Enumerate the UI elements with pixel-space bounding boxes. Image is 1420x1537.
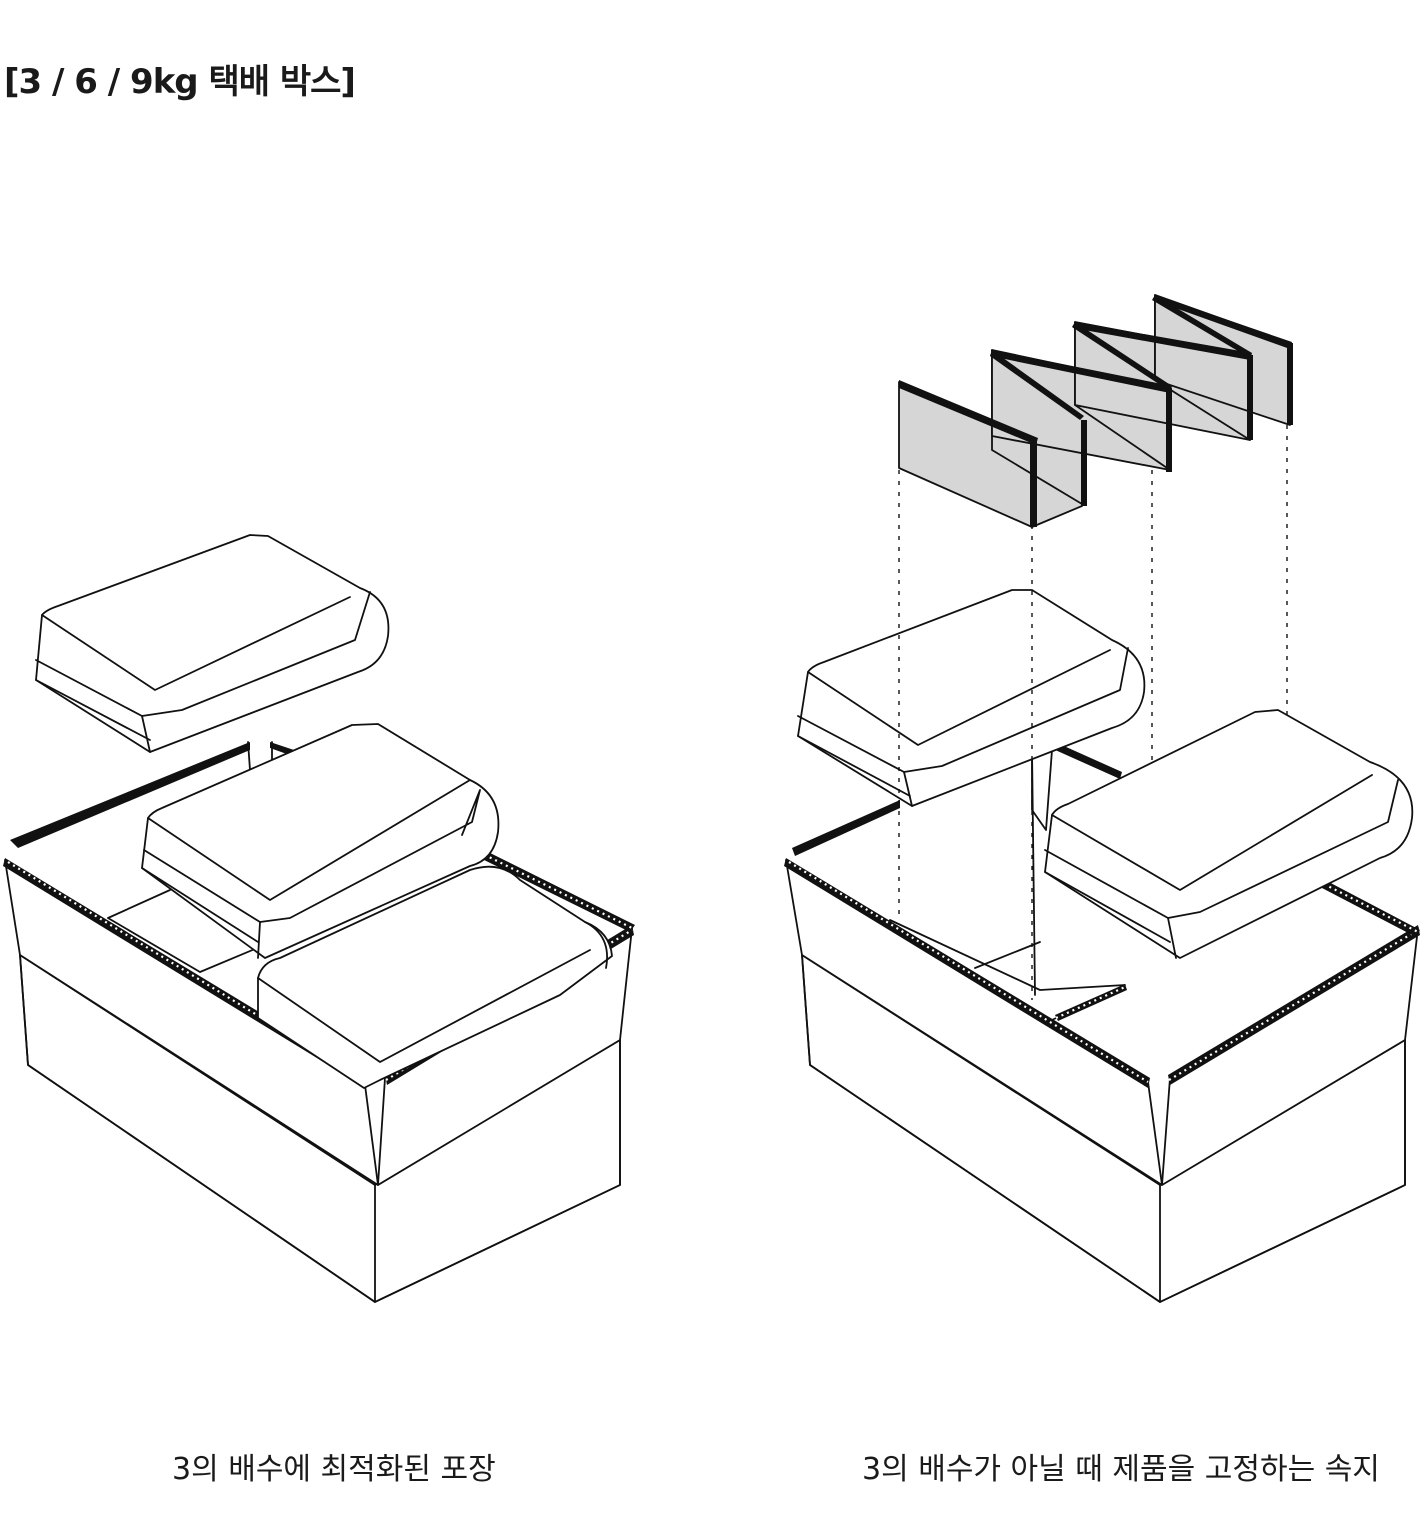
right-box-body bbox=[785, 859, 1419, 1303]
page-title: [3 / 6 / 9kg 택배 박스] bbox=[4, 62, 356, 102]
left-pack-back bbox=[257, 865, 613, 1089]
right-box-rim bbox=[784, 742, 1420, 1088]
left-box-body bbox=[4, 859, 633, 1303]
caption-right: 3의 배수가 아닐 때 제품을 고정하는 속지 bbox=[862, 1452, 1380, 1487]
right-pack-lifted bbox=[797, 589, 1146, 807]
folded-insert bbox=[898, 294, 1293, 528]
left-pack-lifted bbox=[35, 534, 390, 753]
left-pack-middle bbox=[141, 723, 500, 959]
right-box-diagram bbox=[784, 294, 1420, 1303]
caption-left: 3의 배수에 최적화된 포장 bbox=[172, 1452, 496, 1487]
left-box-diagram bbox=[3, 534, 635, 1303]
insert-guide-lines bbox=[898, 425, 1288, 1000]
right-pack-inside bbox=[1044, 709, 1414, 959]
